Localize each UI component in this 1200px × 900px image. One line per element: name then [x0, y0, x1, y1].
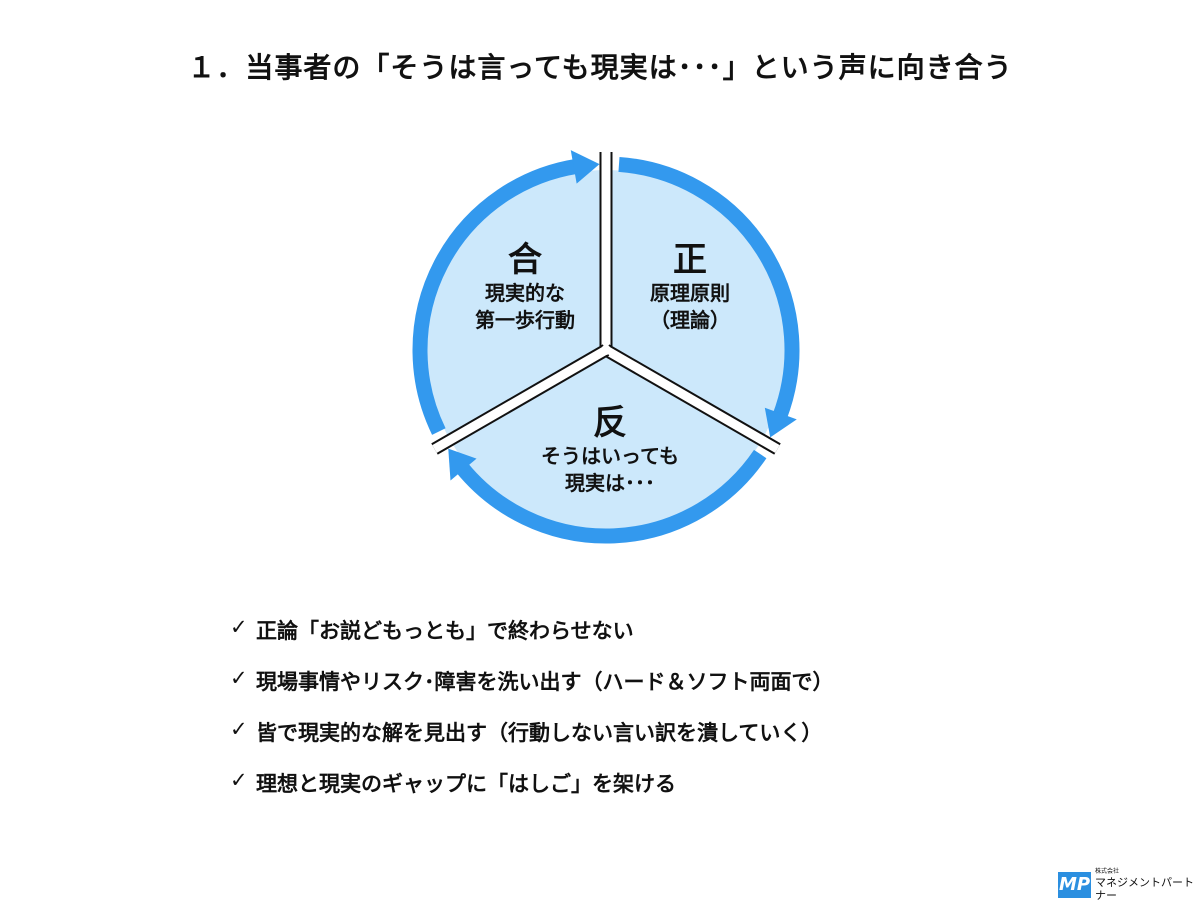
segment-thesis: 正 原理原則 （理論） — [630, 240, 750, 334]
bullet-item: ✓ 皆で現実的な解を見出す（行動しない言い訳を潰していく） — [230, 717, 834, 768]
thesis-label: 正 — [673, 240, 707, 280]
synthesis-label: 合 — [508, 240, 542, 280]
arrowhead-icon — [764, 407, 797, 438]
bullet-item: ✓ 正論「お説どもっとも」で終わらせない — [230, 615, 834, 666]
bullet-text: 現場事情やリスク･障害を洗い出す（ハード＆ソフト両面で） — [256, 670, 834, 694]
cycle-arrow-arc — [412, 158, 579, 435]
slide-title: １．当事者の「そうは言っても現実は･･･」という声に向き合う — [187, 51, 1013, 84]
check-icon: ✓ — [230, 768, 248, 792]
antithesis-label: 反 — [593, 403, 627, 443]
bullet-list: ✓ 正論「お説どもっとも」で終わらせない ✓ 現場事情やリスク･障害を洗い出す（ハー… — [230, 615, 834, 819]
company-logo: MP 株式会社 マネジメントパートナー — [1058, 868, 1200, 900]
bullet-item: ✓ 理想と現実のギャップに「はしご」を架ける — [230, 768, 834, 819]
divider-center — [601, 345, 611, 355]
segment-synthesis: 合 現実的な 第一歩行動 — [455, 240, 595, 334]
antithesis-line1: そうはいっても — [541, 444, 679, 468]
arrowhead-icon — [448, 448, 477, 481]
cycle-arrow-arc — [455, 449, 767, 544]
thesis-line1: 原理原則 — [650, 281, 730, 305]
synthesis-line2: 第一歩行動 — [475, 308, 575, 332]
check-icon: ✓ — [230, 615, 248, 639]
cycle-arrow-arc — [618, 156, 800, 420]
segment-divider — [432, 346, 609, 453]
logo-mark: MP — [1058, 872, 1091, 898]
logo-company-type: 株式会社 — [1094, 868, 1119, 875]
bullet-text: 正論「お説どもっとも」で終わらせない — [256, 619, 634, 643]
check-icon: ✓ — [230, 666, 248, 690]
bullet-item: ✓ 現場事情やリスク･障害を洗い出す（ハード＆ソフト両面で） — [230, 666, 834, 717]
antithesis-line2: 現実は･･･ — [565, 471, 655, 495]
bullet-text: 理想と現実のギャップに「はしご」を架ける — [256, 772, 676, 796]
synthesis-line1: 現実的な — [485, 281, 565, 305]
arrowhead-icon — [570, 150, 600, 184]
check-icon: ✓ — [230, 717, 248, 741]
bullet-text: 皆で現実的な解を見出す（行動しない言い訳を潰していく） — [256, 721, 823, 745]
segment-antithesis: 反 そうはいっても 現実は･･･ — [510, 403, 710, 497]
thesis-line2: （理論） — [650, 308, 730, 332]
logo-company-name: マネジメントパートナー — [1094, 876, 1194, 900]
segment-divider — [603, 346, 780, 453]
